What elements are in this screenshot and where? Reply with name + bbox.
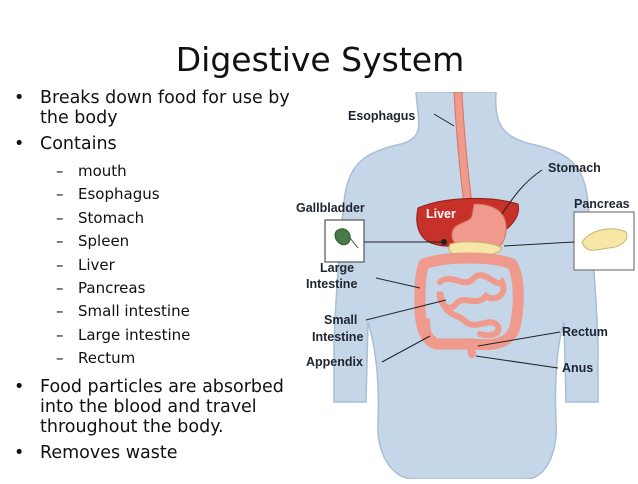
dash-marker: – bbox=[56, 208, 64, 227]
leader-line-small-intestine bbox=[365, 299, 447, 321]
rectum-shape bbox=[466, 338, 476, 358]
bullet-breaks-down-food: • Breaks down food for use by the body bbox=[12, 88, 312, 128]
dash-marker: – bbox=[56, 349, 64, 368]
leader-line-appendix bbox=[381, 335, 431, 363]
bullet-dot: • bbox=[14, 134, 25, 154]
pancreas-inset-shape bbox=[581, 228, 628, 251]
contains-sublist: –mouth –Esophagus –Stomach –Spleen –Live… bbox=[12, 160, 312, 371]
list-item-text: Pancreas bbox=[78, 279, 146, 298]
label-pancreas: Pancreas bbox=[574, 197, 630, 211]
bullet-dot: • bbox=[14, 88, 25, 108]
digestive-diagram: Esophagus Stomach Pancreas Gallbladder L… bbox=[296, 91, 638, 480]
list-item: –Liver bbox=[12, 254, 312, 277]
small-intestine-shape bbox=[436, 272, 507, 339]
bullet-dot: • bbox=[14, 376, 25, 397]
bullet-removes-waste: • Removes waste bbox=[12, 443, 312, 463]
dash-marker: – bbox=[56, 162, 64, 180]
list-item-text: Liver bbox=[78, 255, 115, 274]
label-large-intestine-1: Large bbox=[320, 261, 354, 275]
list-item: –Spleen bbox=[12, 230, 312, 253]
leader-line-esophagus bbox=[433, 113, 455, 127]
list-item-text: Esophagus bbox=[78, 185, 160, 204]
list-item: –Esophagus bbox=[12, 183, 312, 206]
bullet-list: • Breaks down food for use by the body •… bbox=[12, 88, 312, 469]
list-item: –Pancreas bbox=[12, 277, 312, 300]
bullet-contains: • Contains bbox=[12, 134, 312, 154]
dash-marker: – bbox=[56, 185, 64, 204]
list-item: –Rectum bbox=[12, 347, 312, 370]
list-item-text: Rectum bbox=[78, 349, 136, 368]
list-item-text: Spleen bbox=[78, 232, 130, 251]
leader-line-anus bbox=[475, 355, 559, 369]
label-esophagus: Esophagus bbox=[348, 109, 415, 123]
bullet-absorbed: • Food particles are absorbed into the b… bbox=[12, 377, 312, 437]
leader-line-rectum bbox=[477, 331, 561, 347]
label-stomach: Stomach bbox=[548, 161, 601, 175]
list-item: –Large intestine bbox=[12, 324, 312, 347]
bullet-text: Removes waste bbox=[40, 442, 178, 463]
label-anus: Anus bbox=[562, 361, 593, 375]
dash-marker: – bbox=[56, 232, 64, 251]
list-item-text: mouth bbox=[78, 162, 127, 180]
gallbladder-pointer-dot bbox=[441, 239, 447, 245]
label-large-intestine-2: Intestine bbox=[306, 277, 357, 291]
label-small-intestine-2: Intestine bbox=[312, 330, 363, 344]
list-item: –mouth bbox=[12, 160, 312, 183]
appendix-shape bbox=[426, 318, 436, 340]
bullet-text: Food particles are absorbed into the blo… bbox=[40, 376, 284, 437]
bullet-text: Contains bbox=[40, 134, 117, 154]
label-rectum: Rectum bbox=[562, 325, 608, 339]
list-item-text: Large intestine bbox=[78, 325, 191, 344]
label-small-intestine-1: Small bbox=[324, 313, 357, 327]
bullet-dot: • bbox=[14, 442, 25, 463]
dash-marker: – bbox=[56, 255, 64, 274]
dash-marker: – bbox=[56, 325, 64, 344]
dash-marker: – bbox=[56, 279, 64, 298]
digestive-diagram-svg: Esophagus Stomach Pancreas Gallbladder L… bbox=[296, 91, 635, 480]
leader-line-large-intestine bbox=[375, 277, 421, 289]
dash-marker: – bbox=[56, 302, 64, 321]
label-appendix: Appendix bbox=[306, 355, 363, 369]
slide-title: Digestive System bbox=[175, 40, 465, 79]
bullet-text: Breaks down food for use by the body bbox=[40, 88, 290, 128]
leader-line-stomach bbox=[501, 169, 543, 215]
label-liver: Liver bbox=[426, 207, 456, 221]
list-item: –Stomach bbox=[12, 207, 312, 230]
leader-line-pancreas bbox=[503, 241, 575, 247]
list-item: –Small intestine bbox=[12, 300, 312, 323]
label-gallbladder: Gallbladder bbox=[296, 201, 365, 215]
list-item-text: Stomach bbox=[78, 208, 145, 227]
list-item-text: Small intestine bbox=[78, 302, 190, 321]
large-intestine-shape bbox=[414, 252, 524, 351]
gallbladder-inset-shape bbox=[334, 228, 359, 249]
